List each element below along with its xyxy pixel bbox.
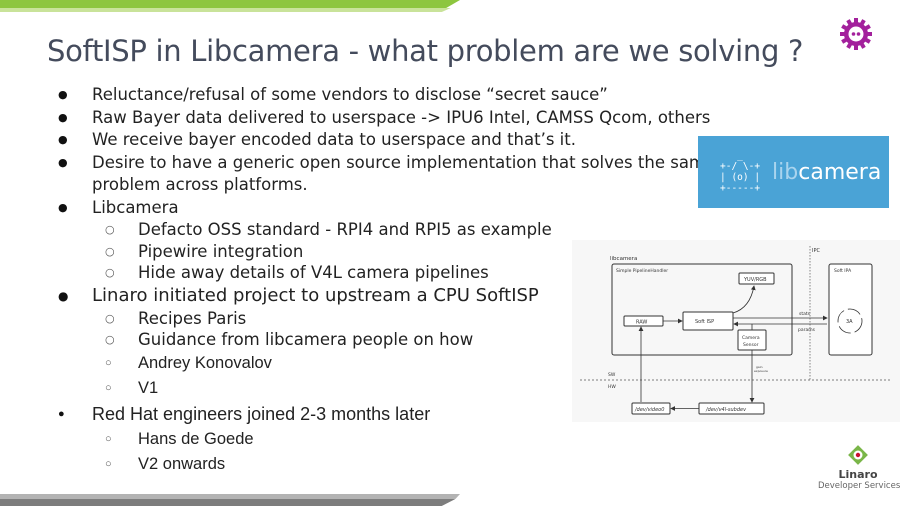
camera-sensor-label-1: Camera — [742, 335, 760, 341]
sub-bullet-item: Hans de Goede — [58, 427, 708, 452]
pipeline-handler-label: Simple PipelineHandler — [616, 268, 668, 274]
libcamera-wordmark-camera: camera — [798, 159, 882, 185]
params-label: params — [798, 327, 816, 333]
sw-label: SW — [608, 372, 616, 378]
soft-ipa-label: Soft IPA — [834, 268, 852, 274]
bullet-item: Raw Bayer data delivered to userspace ->… — [58, 107, 710, 130]
sub-bullet-item: V1 — [58, 376, 708, 401]
linaro-mark-icon — [847, 444, 869, 466]
dev-video0-label: /dev/video0 — [634, 407, 664, 413]
gain-label: gain — [756, 365, 763, 369]
linaro-subtitle: Developer Services — [818, 481, 900, 491]
bullet-item: We receive bayer encoded data to userspa… — [58, 129, 708, 152]
bullet-continuation-text: problem across platforms. — [92, 175, 308, 194]
yuv-rgb-label: YUV/RGB — [743, 277, 767, 283]
stats-label: stats — [799, 311, 811, 317]
top-accent-bar-light — [0, 8, 451, 12]
libcamera-wordmark: libcamera — [772, 160, 881, 185]
raw-label: RAW — [636, 320, 647, 326]
sub-bullet-item: Recipes Paris — [58, 308, 708, 330]
bottom-accent-bar — [0, 494, 460, 506]
dev-v4l-subdev-label: /dev/v4l-subdev — [705, 407, 747, 413]
camera-sensor-label-2: Sensor — [743, 342, 759, 348]
bullet-item-continuation: problem across platforms. — [58, 174, 708, 197]
hw-label: HW — [608, 384, 616, 390]
diagram-libcamera-label: libcamera — [610, 256, 637, 262]
pipeline-handler-box — [611, 263, 793, 356]
bullet-item: Linaro initiated project to upstream a C… — [58, 284, 708, 308]
bottom-accent-bar-light — [0, 494, 460, 499]
libcamera-ascii-camera-icon: _ +-/ \-+ | (o) | +-----+ — [720, 150, 761, 194]
exposure-label: exposure — [754, 369, 768, 373]
soft-isp-box — [682, 311, 734, 331]
soft-ipa-box — [828, 263, 873, 356]
linaro-name: Linaro — [838, 468, 878, 481]
sub-bullet-item: Defacto OSS standard - RPI4 and RPI5 as … — [58, 219, 708, 241]
bottom-accent-bar-dark — [0, 499, 456, 506]
libcamera-wordmark-lib: lib — [772, 159, 799, 185]
libcamera-logo: _ +-/ \-+ | (o) | +-----+ libcamera — [698, 136, 889, 208]
bullet-item: Red Hat engineers joined 2-3 months late… — [58, 401, 708, 427]
slide-title: SoftISP in Libcamera - what problem are … — [47, 34, 804, 68]
sub-bullet-item: Pipewire integration — [58, 241, 708, 263]
sub-bullet-item: Guidance from libcamera people on how — [58, 329, 708, 351]
3a-loop-icon — [837, 308, 863, 334]
ipc-label: IPC — [812, 248, 820, 254]
gear-logo-icon — [838, 16, 874, 52]
softisp-architecture-diagram: libcamera Simple PipelineHandler YUV/RGB… — [572, 240, 900, 422]
top-accent-bar — [0, 0, 460, 12]
linaro-logo: Linaro Developer Services — [818, 444, 900, 504]
bullet-list: Reluctance/refusal of some vendors to di… — [58, 84, 715, 477]
dev-video0-box — [631, 402, 671, 415]
sub-bullet-item: V2 onwards — [58, 452, 708, 477]
bullet-item: Reluctance/refusal of some vendors to di… — [58, 84, 708, 107]
sub-bullet-item: Andrey Konovalov — [58, 351, 708, 376]
soft-isp-label: Soft ISP — [695, 319, 714, 325]
yuv-rgb-box — [738, 272, 775, 285]
3a-label: 3A — [846, 319, 853, 325]
bullet-item: Libcamera — [58, 197, 708, 220]
top-accent-bar-dark — [0, 0, 460, 8]
bullet-item: Desire to have a generic open source imp… — [58, 152, 715, 175]
sub-bullet-item: Hide away details of V4L camera pipeline… — [58, 262, 708, 284]
